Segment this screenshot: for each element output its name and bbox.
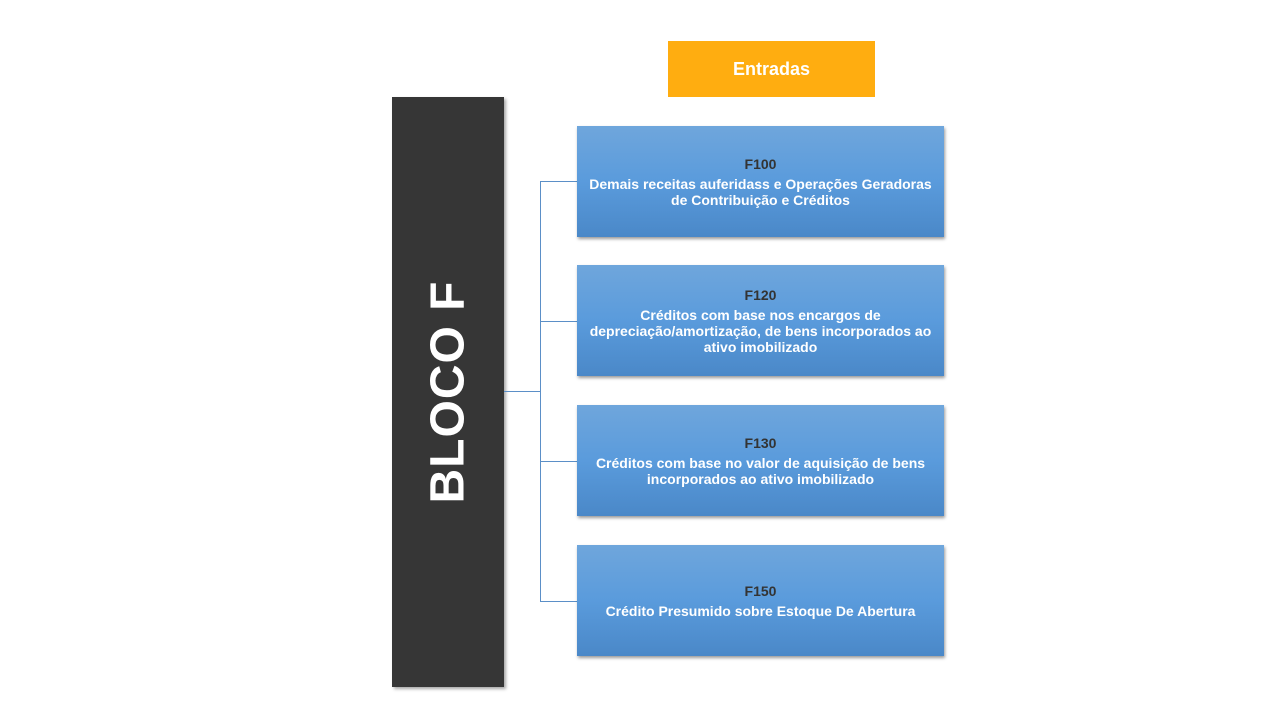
record-code: F150 bbox=[744, 582, 777, 599]
bloco-f-label: BLOCO F bbox=[421, 280, 475, 504]
record-code: F130 bbox=[744, 434, 777, 451]
connector-branch bbox=[540, 321, 577, 322]
record-box-f130: F130 Créditos com base no valor de aquis… bbox=[577, 405, 944, 516]
connector-branch bbox=[540, 461, 577, 462]
connector-branch bbox=[540, 601, 577, 602]
connector-branch bbox=[540, 181, 577, 182]
record-box-f150: F150 Crédito Presumido sobre Estoque De … bbox=[577, 545, 944, 656]
connector-trunk bbox=[504, 391, 540, 392]
record-description: Demais receitas auferidass e Operações G… bbox=[589, 175, 932, 208]
record-description: Créditos com base no valor de aquisição … bbox=[595, 454, 926, 487]
entradas-label: Entradas bbox=[732, 58, 811, 79]
record-box-f100: F100 Demais receitas auferidass e Operaç… bbox=[577, 126, 944, 237]
entradas-header: Entradas bbox=[668, 41, 875, 97]
record-description: Crédito Presumido sobre Estoque De Abert… bbox=[605, 602, 916, 619]
record-code: F100 bbox=[744, 155, 777, 172]
bloco-f-block: BLOCO F bbox=[392, 97, 504, 687]
record-box-f120: F120 Créditos com base nos encargos de d… bbox=[577, 265, 944, 376]
record-description: Créditos com base nos encargos de deprec… bbox=[589, 306, 932, 355]
connector-spine bbox=[540, 181, 541, 602]
record-code: F120 bbox=[744, 286, 777, 303]
